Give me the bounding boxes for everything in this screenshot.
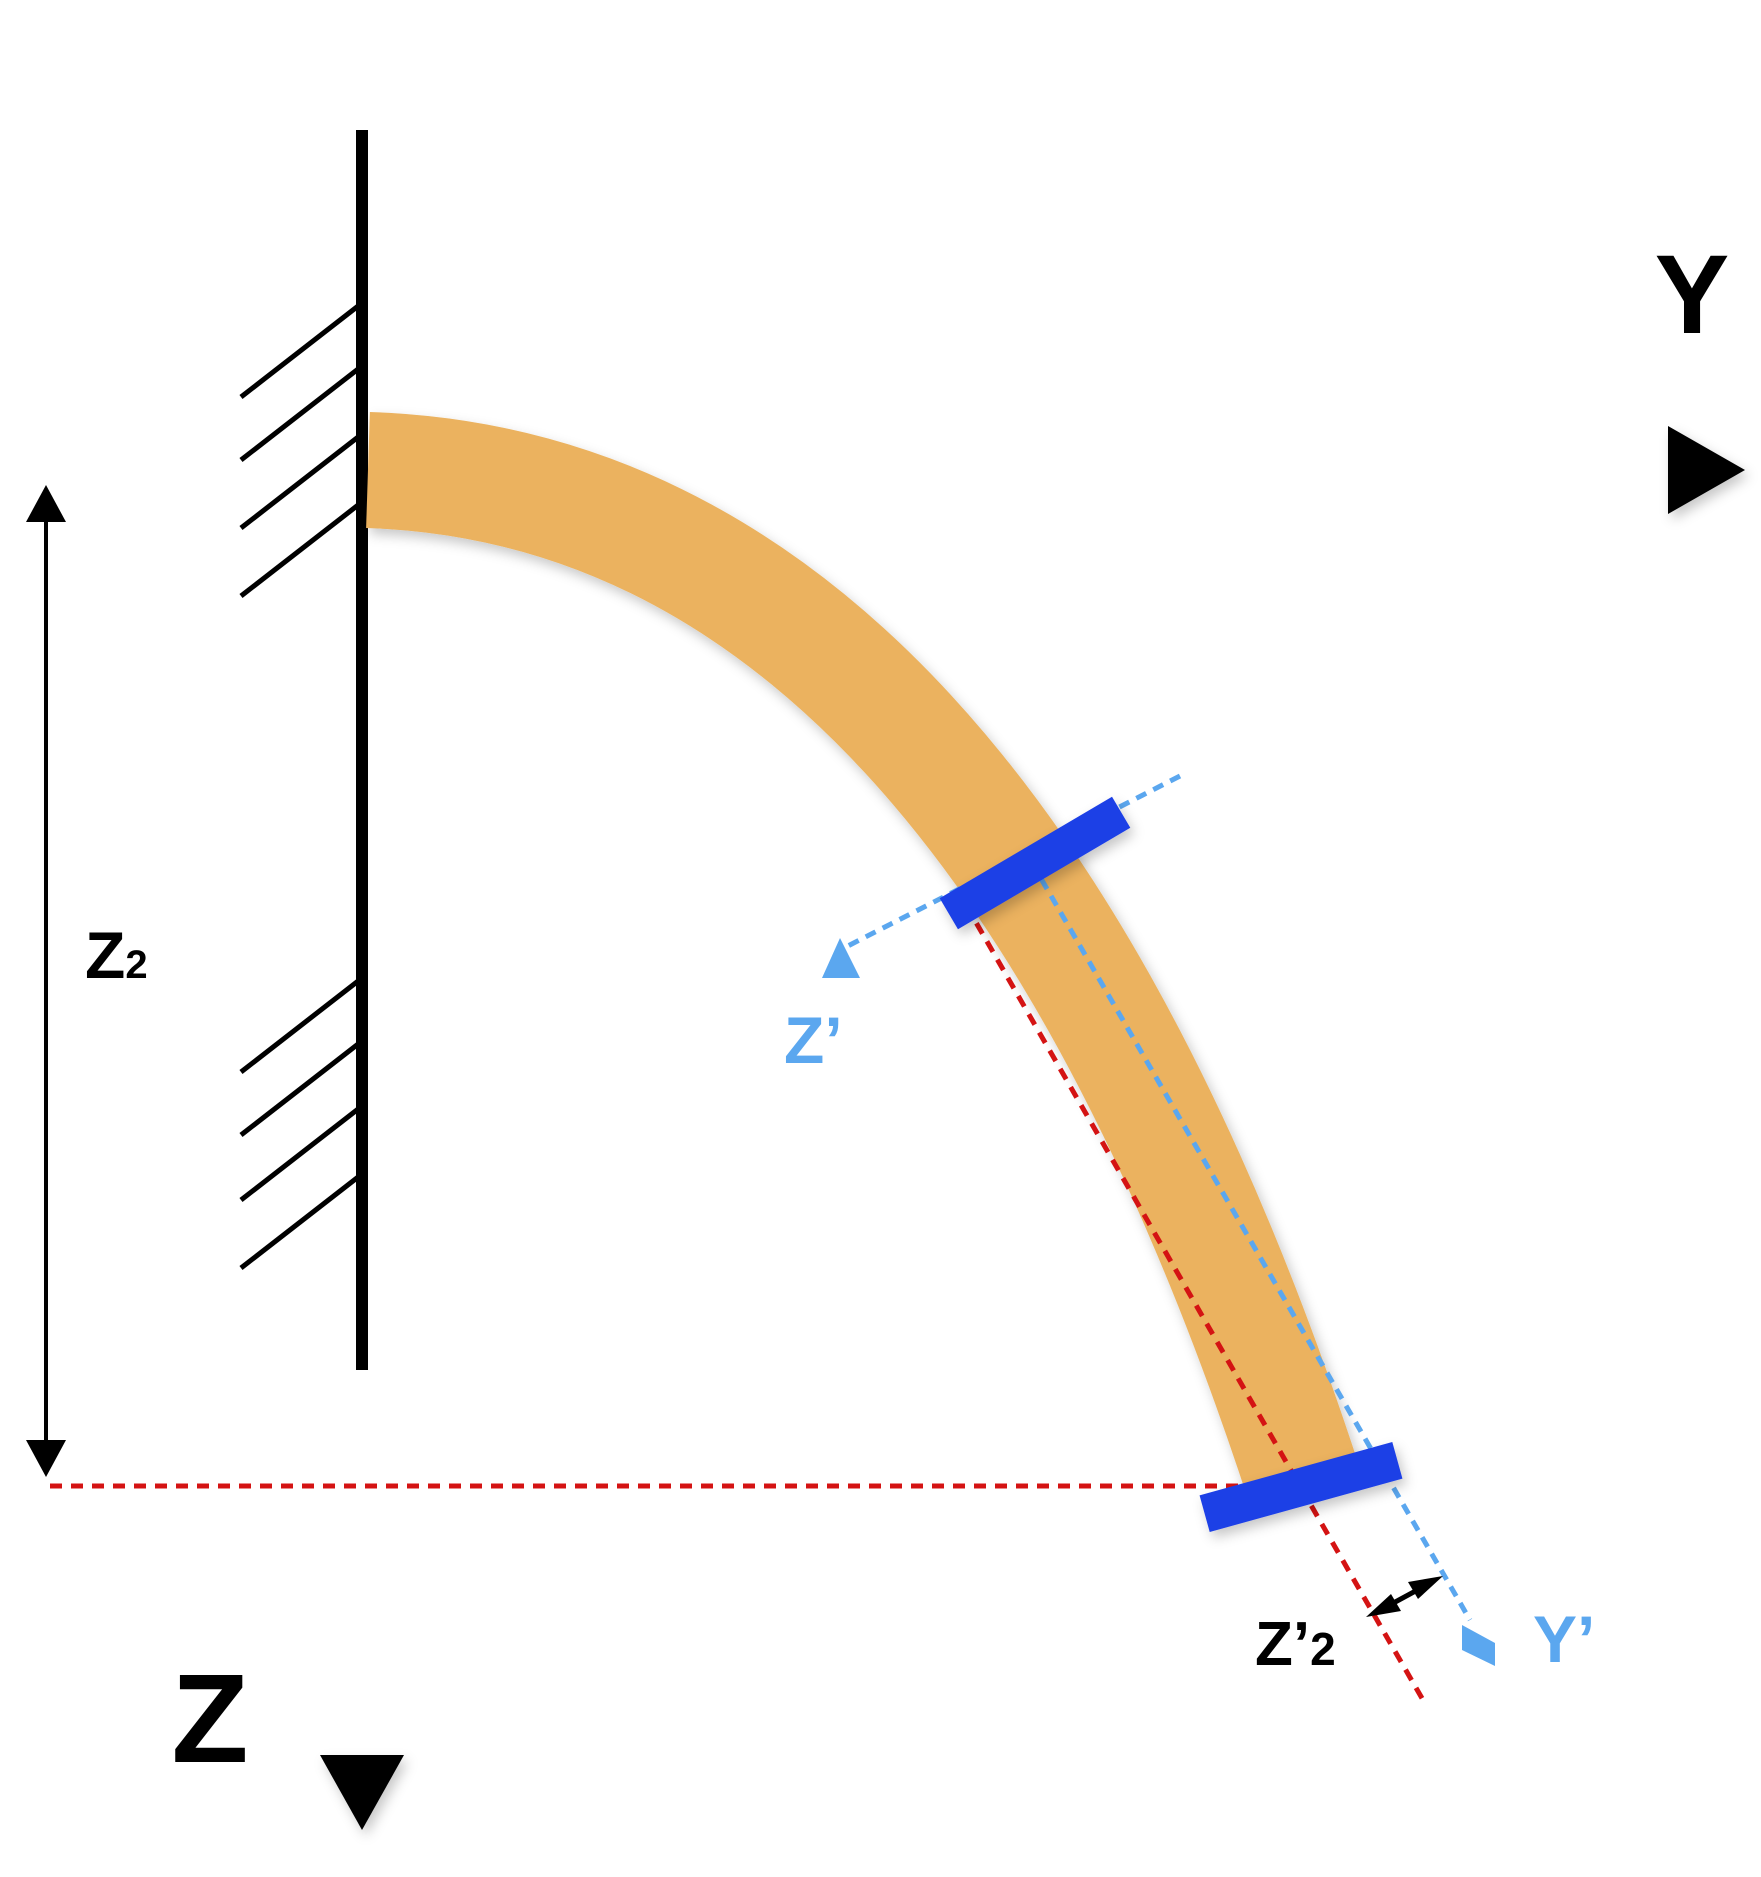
z-axis-label: Z: [172, 1648, 249, 1789]
reference-lines: [50, 903, 1426, 1702]
z-axis: [320, 22, 404, 1830]
local-y-axis-line: [1029, 861, 1473, 1622]
cross-section-plate-tip: [1199, 1441, 1403, 1533]
arrowhead-down-icon: [26, 1440, 66, 1477]
arrowhead-down-icon: [320, 1755, 404, 1830]
z2-prime-label: Z’2: [1255, 1610, 1336, 1679]
cross-section-plates: [939, 796, 1403, 1533]
z2-prime-label-sub: 2: [1310, 1623, 1336, 1675]
deflected-beam: [366, 412, 1361, 1505]
z2-label: Z2: [85, 918, 148, 992]
z2-label-main: Z: [85, 918, 125, 992]
local-y-label: Y’: [1533, 1602, 1595, 1676]
local-y-arrowhead-icon: [1462, 1625, 1495, 1666]
tangent-reference-line: [963, 903, 1426, 1702]
y-axis: [122, 426, 1745, 514]
arrowhead-left-icon: [1366, 1594, 1401, 1617]
z2-label-sub: 2: [125, 943, 147, 987]
local-z-arrowhead-icon: [822, 938, 860, 978]
arrowhead-up-icon: [26, 485, 66, 522]
cross-section-plate-mid: [939, 796, 1131, 930]
y-axis-label: Y: [1655, 232, 1730, 357]
z2-dimension: [26, 485, 66, 1477]
hatched-fixed-support-icon: [239, 301, 364, 1270]
arrowhead-right-icon: [1408, 1576, 1443, 1599]
arrowhead-right-icon: [1668, 426, 1745, 514]
z2-prime-label-main: Z’: [1255, 1610, 1310, 1679]
local-z-label: Z’: [784, 1003, 843, 1077]
z2-prime-dimension: [1366, 1576, 1443, 1617]
